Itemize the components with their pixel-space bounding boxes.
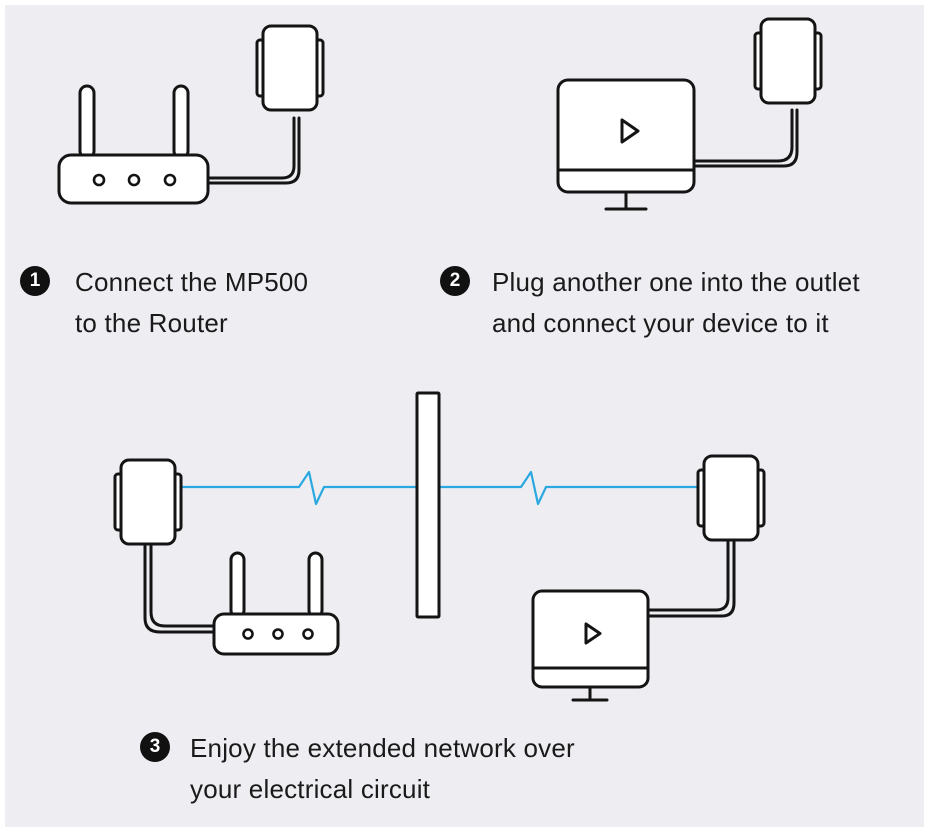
step2-illustration [556,17,823,211]
step3-illustration [113,391,766,702]
step-2-number: 2 [440,266,470,296]
powerline-adapter-icon [696,454,766,542]
step-3-text: Enjoy the extended network over your ele… [190,728,575,810]
step-2-text: Plug another one into the outlet and con… [492,262,860,344]
step-1-line-2: to the Router [75,308,228,338]
signal-line-right [440,470,698,506]
monitor-icon [531,589,650,702]
wall-icon [415,391,441,619]
monitor-icon [556,78,696,211]
powerline-adapter-icon [113,458,183,546]
step-3: 3 Enjoy the extended network over your e… [140,728,575,810]
step-2: 2 Plug another one into the outlet and c… [440,262,860,344]
signal-line-left [180,470,417,506]
step2-cable [690,108,794,163]
powerline-adapter-icon [255,24,325,112]
router-icon [57,84,210,205]
diagram-background [5,5,924,827]
step1-illustration [57,24,325,205]
step-1: 1 Connect the MP500 to the Router [20,262,308,344]
step1-cable [206,116,296,180]
step-3-number: 3 [140,732,170,762]
step-3-line-2: your electrical circuit [190,774,431,804]
step-3-line-1: Enjoy the extended network over [190,733,575,763]
step-2-line-2: and connect your device to it [492,308,829,338]
step-2-line-1: Plug another one into the outlet [492,267,860,297]
powerline-adapter-icon [753,17,823,105]
step-1-line-1: Connect the MP500 [75,267,309,297]
step-1-number: 1 [20,266,50,296]
step-1-text: Connect the MP500 to the Router [75,262,308,344]
router-icon [212,551,340,656]
